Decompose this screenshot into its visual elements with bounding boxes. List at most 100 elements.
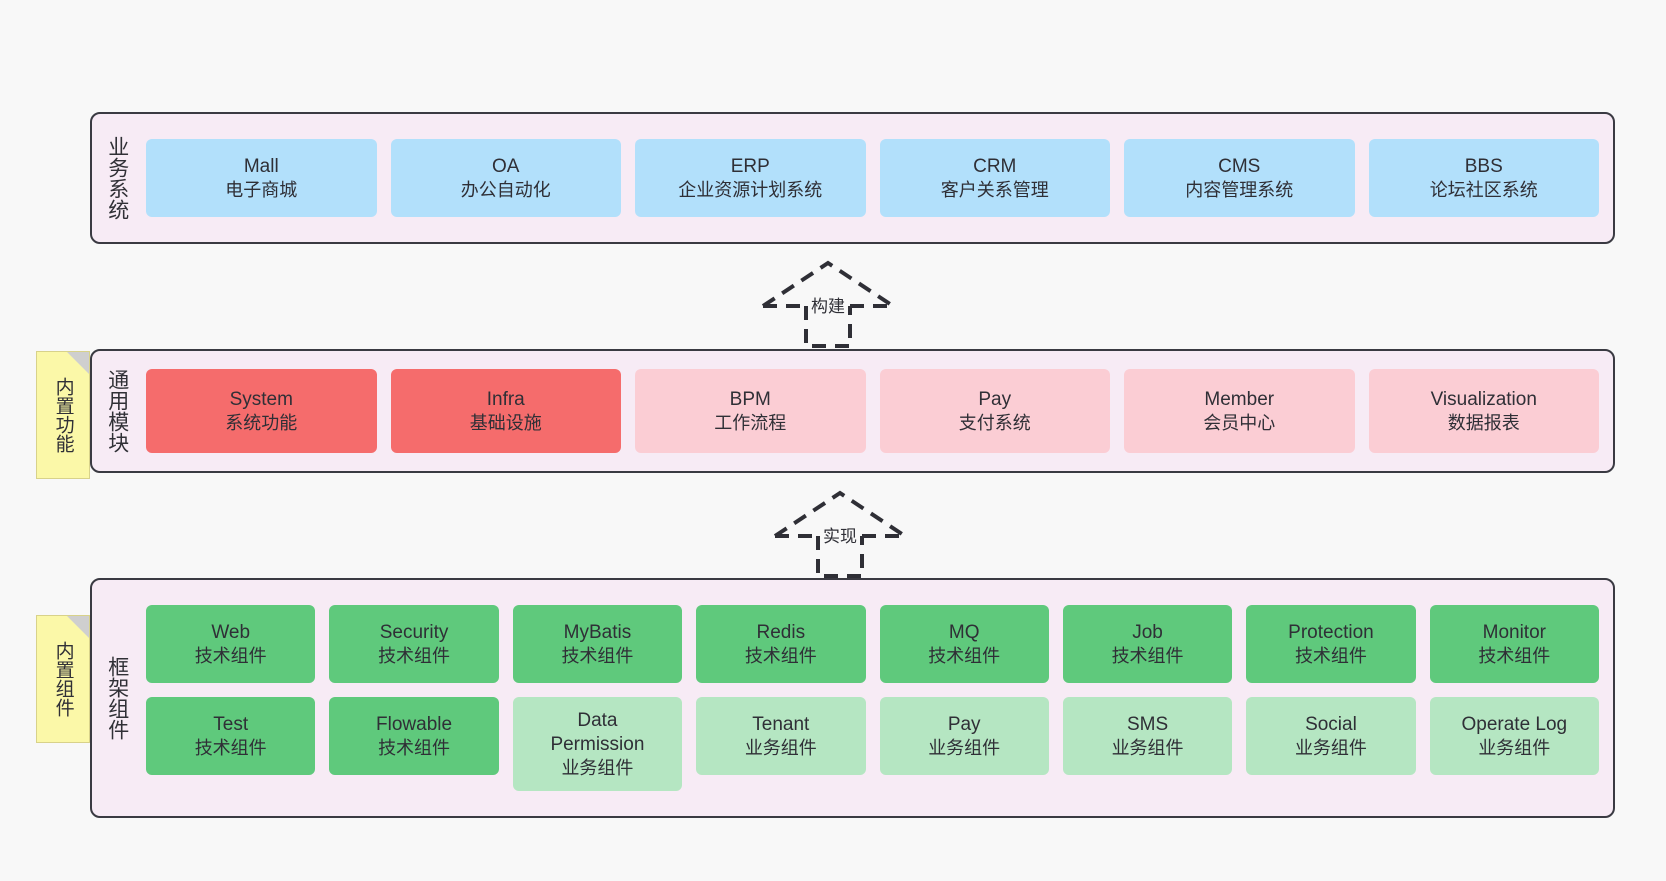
card-member[interactable]: Member 会员中心	[1124, 369, 1355, 453]
card-pay-component[interactable]: Pay 业务组件	[879, 697, 1049, 775]
card-oa[interactable]: OA 办公自动化	[390, 139, 621, 217]
card-title-en: OA	[492, 155, 520, 177]
card-title-en: Tenant	[752, 713, 810, 735]
layer-title-common-module: 通用模块	[105, 369, 129, 453]
card-test[interactable]: Test 技术组件	[146, 697, 316, 775]
card-title-cn: 技术组件	[194, 645, 267, 666]
card-title-cn: 业务组件	[928, 737, 1001, 758]
card-title-cn: 电子商城	[225, 179, 298, 200]
card-title-en: Security	[379, 621, 449, 643]
layer-body-business-system: Mall 电子商城 OA 办公自动化 ERP 企业资源计划系统 CRM 客户关系…	[142, 114, 1613, 242]
card-title-cn: 技术组件	[561, 645, 634, 666]
card-title-cn: 技术组件	[1478, 645, 1551, 666]
card-title-en: Pay	[978, 388, 1012, 410]
connector-label-build: 构建	[811, 297, 845, 316]
card-crm[interactable]: CRM 客户关系管理	[879, 139, 1110, 217]
card-security[interactable]: Security 技术组件	[329, 605, 499, 683]
note-fold-corner-icon	[67, 616, 89, 638]
layer-body-common-module: System 系统功能 Infra 基础设施 BPM 工作流程 Pay 支付系统…	[142, 351, 1613, 471]
card-title-cn: 技术组件	[194, 737, 267, 758]
note-label: 内置组件	[52, 641, 74, 717]
card-mall[interactable]: Mall 电子商城	[146, 139, 377, 217]
card-title-en: BBS	[1464, 155, 1503, 177]
card-title-cn: 技术组件	[378, 737, 451, 758]
layer-business-system: 业务系统 Mall 电子商城 OA 办公自动化 ERP 企业资源计划系统 CRM…	[90, 112, 1615, 244]
card-title-cn: 内容管理系统	[1185, 179, 1294, 200]
card-sms[interactable]: SMS 业务组件	[1062, 697, 1233, 775]
note-builtin-components: 内置组件	[36, 615, 90, 743]
card-system[interactable]: System 系统功能	[146, 369, 377, 453]
card-pay-module[interactable]: Pay 支付系统	[879, 369, 1110, 453]
note-label: 内置功能	[52, 377, 74, 453]
layer-framework-component: 框架组件 Web 技术组件 Security 技术组件 MyBatis 技术组件…	[90, 578, 1615, 818]
card-title-cn: 业务组件	[1111, 737, 1184, 758]
card-bbs[interactable]: BBS 论坛社区系统	[1368, 139, 1599, 217]
card-visualization[interactable]: Visualization 数据报表	[1368, 369, 1599, 453]
card-title-en: System	[229, 388, 293, 410]
card-web[interactable]: Web 技术组件	[146, 605, 316, 683]
card-title-en: Monitor	[1482, 621, 1546, 643]
card-title-en: Member	[1204, 388, 1275, 410]
card-title-cn: 技术组件	[378, 645, 451, 666]
card-mq[interactable]: MQ 技术组件	[879, 605, 1049, 683]
card-title-en: SMS	[1126, 713, 1169, 735]
card-flowable[interactable]: Flowable 技术组件	[329, 697, 499, 775]
card-title-en: Test	[213, 713, 249, 735]
card-redis[interactable]: Redis 技术组件	[696, 605, 866, 683]
card-title-en: Infra	[486, 388, 525, 410]
card-title-cn: 技术组件	[928, 645, 1001, 666]
card-title-cn: 系统功能	[225, 412, 298, 433]
dashed-hollow-arrow-up-icon	[761, 260, 895, 348]
card-title-cn: 技术组件	[1294, 645, 1367, 666]
dashed-hollow-arrow-up-icon	[773, 490, 907, 578]
card-title-en: Data Permission	[550, 710, 645, 755]
layer-title-business-system: 业务系统	[105, 136, 129, 220]
card-title-en: MQ	[948, 621, 980, 643]
card-monitor[interactable]: Monitor 技术组件	[1429, 605, 1599, 683]
card-title-en: Social	[1305, 713, 1357, 735]
card-erp[interactable]: ERP 企业资源计划系统	[635, 139, 866, 217]
card-bpm[interactable]: BPM 工作流程	[635, 369, 866, 453]
connector-build: 构建	[758, 258, 898, 348]
card-title-en: BPM	[729, 388, 771, 410]
card-title-en: CRM	[973, 155, 1017, 177]
card-title-en: Pay	[947, 713, 981, 735]
card-title-cn: 业务组件	[744, 737, 817, 758]
card-title-en: Redis	[756, 621, 806, 643]
card-title-cn: 数据报表	[1447, 412, 1520, 433]
card-title-cn: 业务组件	[1478, 737, 1551, 758]
card-tenant[interactable]: Tenant 业务组件	[696, 697, 866, 775]
card-title-en: CMS	[1218, 155, 1261, 177]
card-title-cn: 企业资源计划系统	[678, 179, 823, 200]
connector-label-implement: 实现	[823, 527, 857, 546]
card-title-en: Mall	[243, 155, 279, 177]
card-mybatis[interactable]: MyBatis 技术组件	[512, 605, 683, 683]
card-social[interactable]: Social 业务组件	[1246, 697, 1416, 775]
card-title-cn: 技术组件	[744, 645, 817, 666]
card-title-en: Visualization	[1430, 388, 1537, 410]
card-title-cn: 客户关系管理	[940, 179, 1049, 200]
card-title-en: Operate Log	[1461, 713, 1568, 735]
layer-common-module: 通用模块 System 系统功能 Infra 基础设施 BPM 工作流程 Pay…	[90, 349, 1615, 473]
card-cms[interactable]: CMS 内容管理系统	[1124, 139, 1355, 217]
card-title-en: ERP	[730, 155, 770, 177]
framework-row-business: Test 技术组件 Flowable 技术组件 Data Permission …	[146, 697, 1599, 791]
card-protection[interactable]: Protection 技术组件	[1246, 605, 1416, 683]
framework-row-technical: Web 技术组件 Security 技术组件 MyBatis 技术组件 Redi…	[146, 605, 1599, 683]
card-title-en: Job	[1132, 621, 1163, 643]
connector-implement: 实现	[770, 488, 910, 578]
card-infra[interactable]: Infra 基础设施	[390, 369, 621, 453]
card-title-en: Protection	[1288, 621, 1374, 643]
card-title-en: MyBatis	[563, 621, 632, 643]
card-data-permission[interactable]: Data Permission 业务组件	[512, 697, 683, 791]
layer-title-framework-component: 框架组件	[105, 656, 129, 740]
card-title-cn: 论坛社区系统	[1429, 179, 1538, 200]
card-title-cn: 业务组件	[1294, 737, 1367, 758]
card-operate-log[interactable]: Operate Log 业务组件	[1429, 697, 1599, 775]
card-title-cn: 技术组件	[1111, 645, 1184, 666]
card-title-en: Flowable	[376, 713, 453, 735]
card-title-cn: 办公自动化	[460, 179, 551, 200]
card-title-cn: 支付系统	[958, 412, 1031, 433]
card-job[interactable]: Job 技术组件	[1062, 605, 1233, 683]
